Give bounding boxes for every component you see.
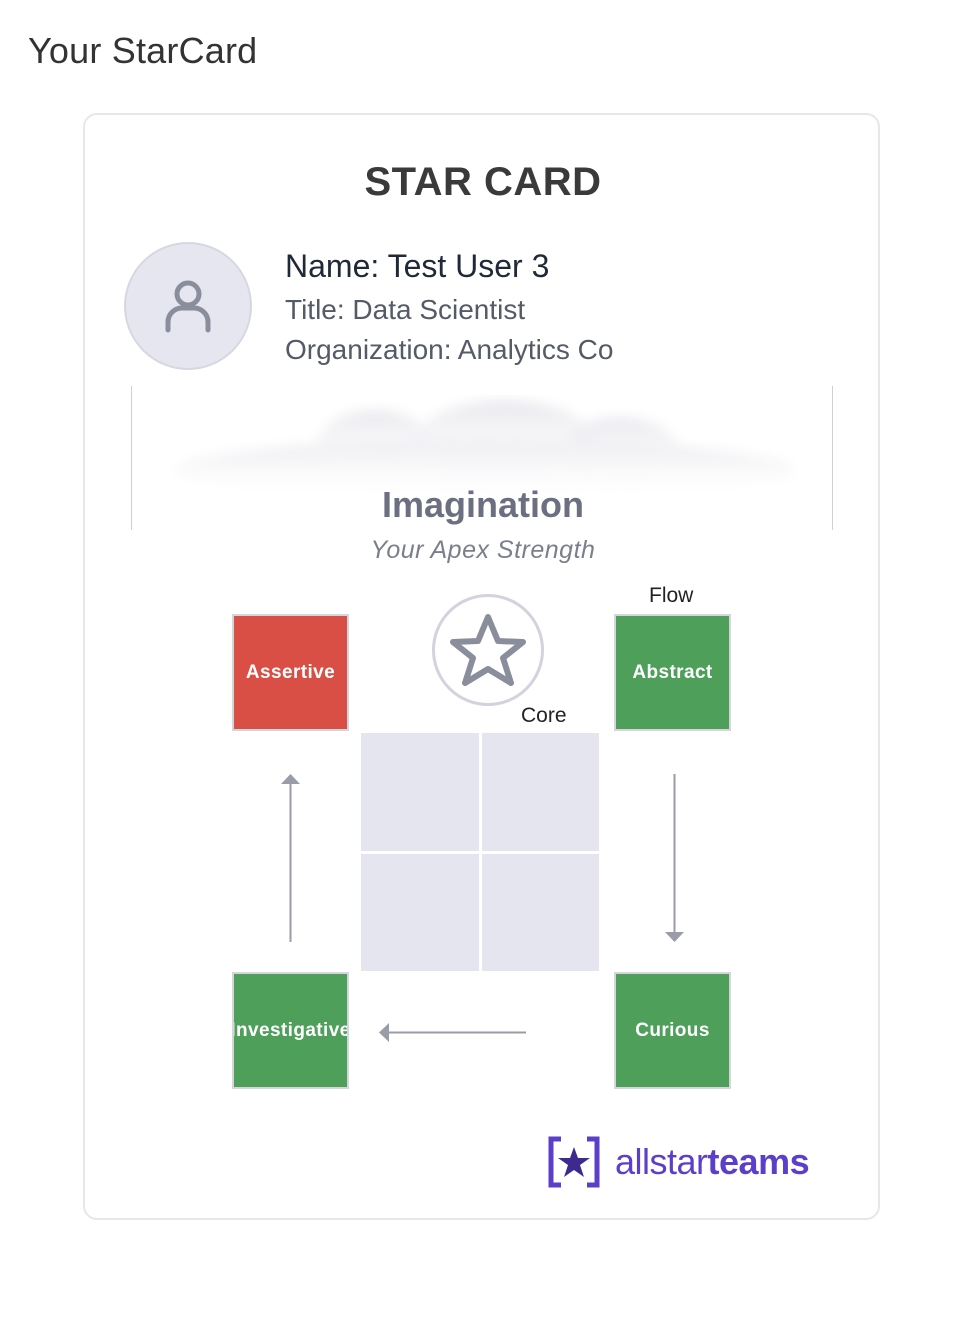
right-divider	[832, 386, 833, 530]
strength-box-curious: Curious	[614, 972, 731, 1089]
core-label: Core	[521, 704, 567, 727]
core-star-circle	[432, 594, 544, 706]
profile-name: Name: Test User 3	[285, 248, 550, 284]
core-quadrant	[481, 733, 599, 851]
core-quadrant	[361, 733, 479, 851]
left-divider	[131, 386, 132, 530]
flow-label: Flow	[649, 584, 694, 607]
arrow-up	[281, 774, 300, 942]
strength-box-assertive: Assertive	[232, 614, 349, 731]
profile-title: Title: Data Scientist	[285, 294, 526, 325]
logo-text-bold: teams	[707, 1141, 810, 1182]
logo-wordmark: allstarteams	[615, 1141, 810, 1183]
core-quadrant	[361, 853, 479, 971]
logo-text-light: allstar	[615, 1141, 708, 1182]
strength-box-investigative: Investigative	[232, 972, 349, 1089]
apex-strength-subtitle: Your Apex Strength	[370, 536, 596, 564]
profile-organization: Organization: Analytics Co	[285, 334, 614, 365]
star-icon	[450, 614, 526, 686]
cloud-graphic	[150, 400, 820, 505]
allstarteams-logo: allstarteams	[547, 1135, 810, 1189]
core-quadrant-grid	[361, 733, 599, 971]
apex-strength-title: Imagination	[381, 484, 584, 525]
arrow-down	[665, 774, 684, 942]
user-icon	[165, 280, 211, 333]
star-bracket-icon	[548, 1136, 600, 1188]
page-title: Your StarCard	[28, 30, 258, 71]
arrow-left	[379, 1023, 526, 1042]
card-title: STAR CARD	[364, 160, 602, 204]
avatar	[124, 242, 252, 370]
core-quadrant	[481, 853, 599, 971]
strength-box-abstract: Abstract	[614, 614, 731, 731]
